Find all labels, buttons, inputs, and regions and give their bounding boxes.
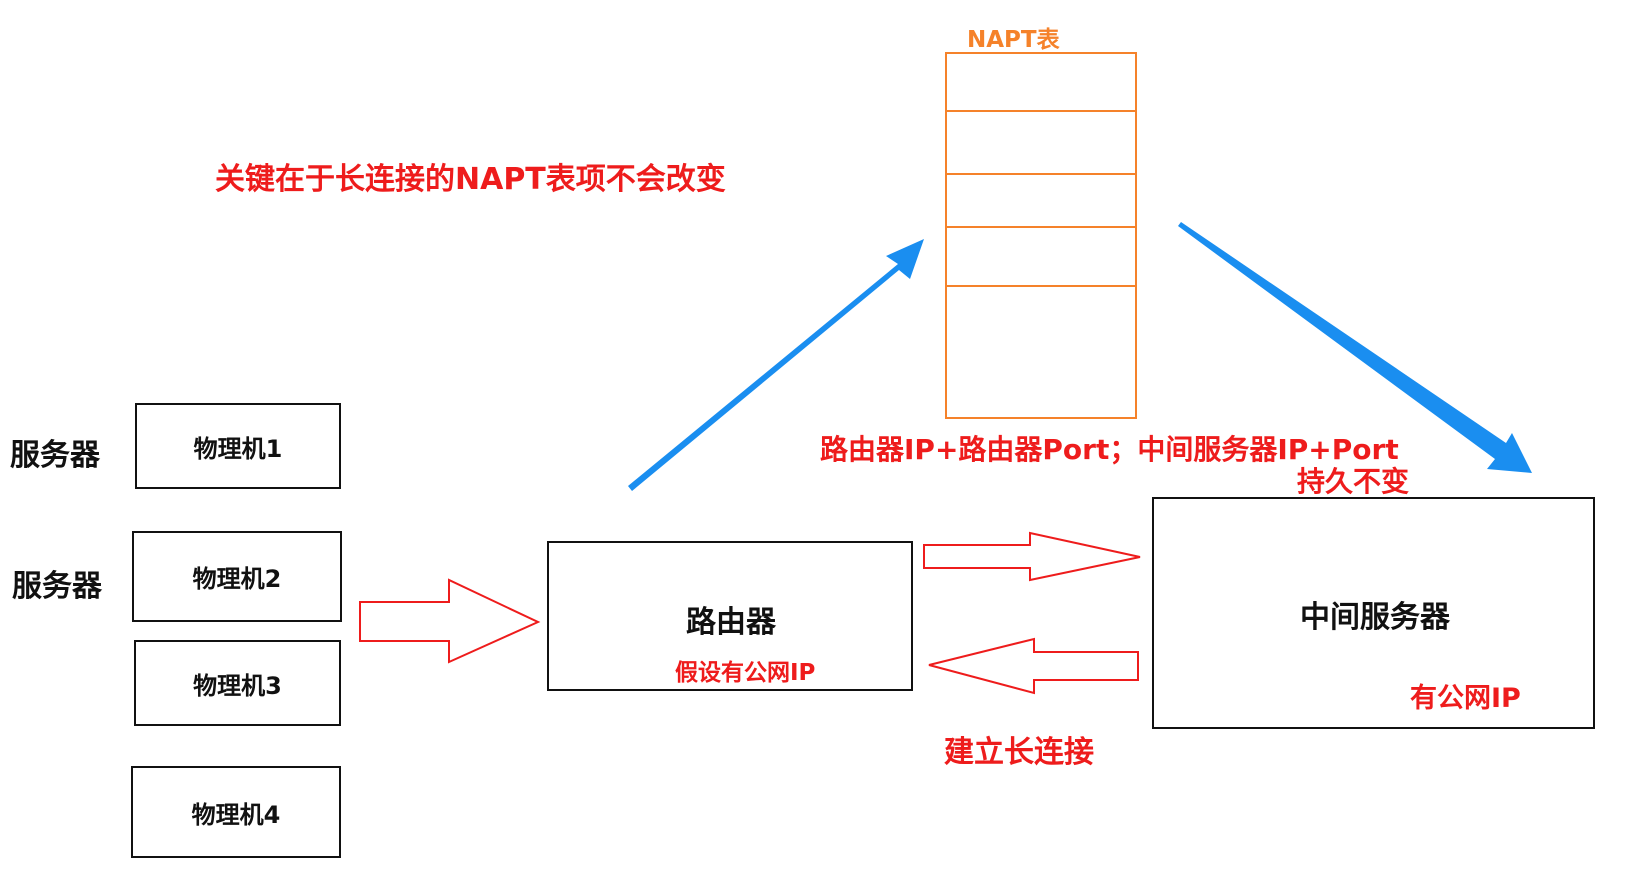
machine-label: 物理机3 xyxy=(193,671,282,700)
machine-box-4: 物理机4 xyxy=(131,766,341,858)
machine-label: 物理机2 xyxy=(192,565,282,593)
arrow-router-to-server xyxy=(923,531,1141,582)
key-note: 关键在于长连接的NAPT表项不会改变 xyxy=(215,162,726,197)
blue-arrow-to-napt xyxy=(628,239,924,491)
connection-label: 建立长连接 xyxy=(944,735,1094,770)
blue-arrow-to-server xyxy=(1178,222,1532,473)
napt-table-title: NAPT表 xyxy=(967,27,1060,53)
server-label-2: 服务器 xyxy=(12,569,102,604)
middle-server-box: 中间服务器 有公网IP xyxy=(1152,497,1595,729)
machine-box-1: 物理机1 xyxy=(135,403,341,489)
machine-label: 物理机1 xyxy=(193,434,283,463)
middle-server-label: 中间服务器 xyxy=(1300,600,1450,635)
mapping-note-line2: 持久不变 xyxy=(1297,465,1410,498)
napt-table xyxy=(945,52,1137,419)
machine-box-3: 物理机3 xyxy=(134,640,341,726)
mapping-note-line1: 路由器IP+路由器Port；中间服务器IP+Port xyxy=(820,433,1399,466)
arrow-server-to-router xyxy=(928,637,1139,695)
machine-label: 物理机4 xyxy=(191,800,281,829)
server-label-1: 服务器 xyxy=(10,438,100,473)
router-box: 路由器 假设有公网IP xyxy=(547,541,913,691)
middle-server-note: 有公网IP xyxy=(1410,683,1521,714)
router-note: 假设有公网IP xyxy=(675,660,816,686)
machine-box-2: 物理机2 xyxy=(132,531,342,622)
router-label: 路由器 xyxy=(686,605,776,640)
arrow-machines-to-router xyxy=(359,578,541,664)
